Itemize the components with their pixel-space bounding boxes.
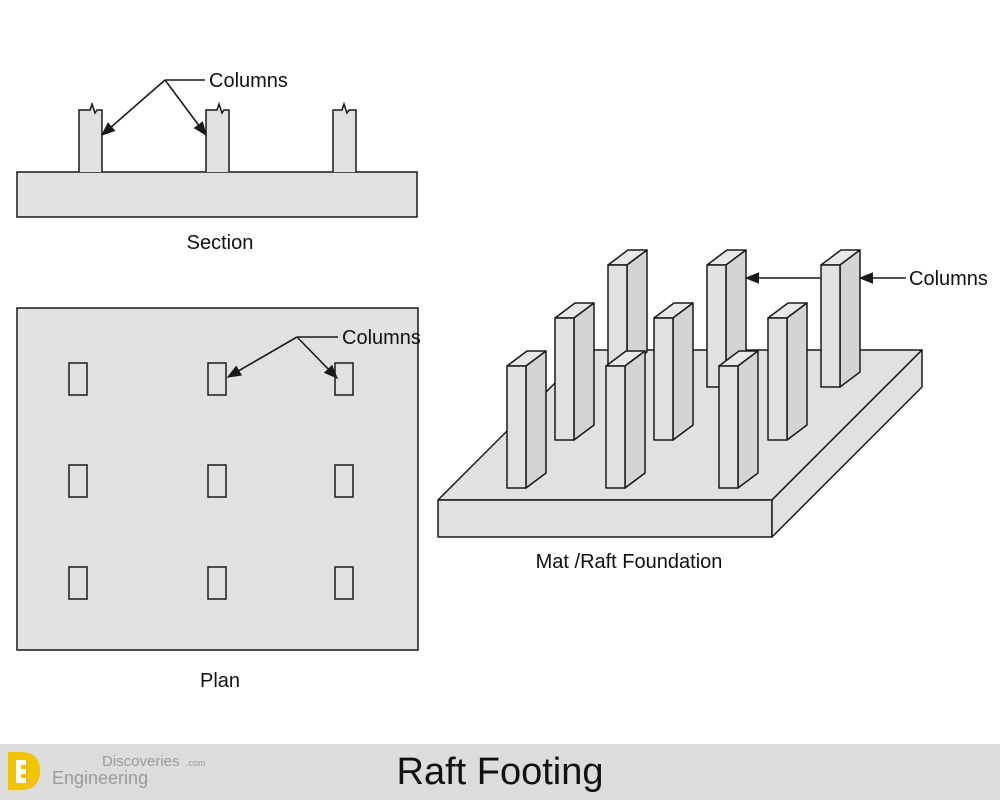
section-slab [16, 171, 418, 218]
plan-column [207, 464, 227, 498]
plan-column [207, 566, 227, 600]
mat-slab-side [771, 349, 923, 538]
mat-columns-label: Columns [909, 268, 988, 290]
brand-suffix-text: .com [186, 758, 206, 768]
plan-column [68, 362, 88, 396]
section-column-2 [205, 101, 230, 172]
mat-slab-front [437, 499, 773, 538]
mat-column [506, 350, 547, 489]
plan-columns [68, 362, 354, 600]
plan-leader-lines [226, 336, 339, 380]
plan-column [334, 464, 354, 498]
mat-column [605, 350, 646, 489]
brand-logo-icon [8, 752, 40, 790]
plan-column [68, 464, 88, 498]
brand-bottom-text: Engineering [52, 768, 148, 788]
plan-column [334, 362, 354, 396]
plan-view: Columns Plan [16, 307, 421, 692]
footer-title: Raft Footing [397, 751, 604, 793]
section-caption: Section [187, 232, 254, 254]
mat-column [767, 302, 808, 441]
section-columns-label: Columns [209, 70, 288, 92]
plan-column [68, 566, 88, 600]
section-column-3 [332, 101, 357, 172]
footer-band: Discoveries .com Engineering Raft Footin… [0, 744, 1000, 800]
mat-column [607, 249, 648, 368]
mat-column [653, 302, 694, 441]
plan-caption: Plan [200, 670, 240, 692]
plan-column [207, 362, 227, 396]
section-view: Columns Section [16, 70, 418, 254]
mat-column [718, 350, 759, 489]
section-leader-lines [100, 79, 207, 137]
mat-view [437, 249, 923, 538]
plan-columns-label: Columns [342, 327, 421, 349]
brand-top-text: Discoveries [102, 753, 180, 770]
section-column-1 [78, 101, 103, 172]
mat-caption: Mat /Raft Foundation [536, 551, 723, 573]
mat-column [820, 249, 861, 388]
plan-column [334, 566, 354, 600]
mat-column [554, 302, 595, 441]
